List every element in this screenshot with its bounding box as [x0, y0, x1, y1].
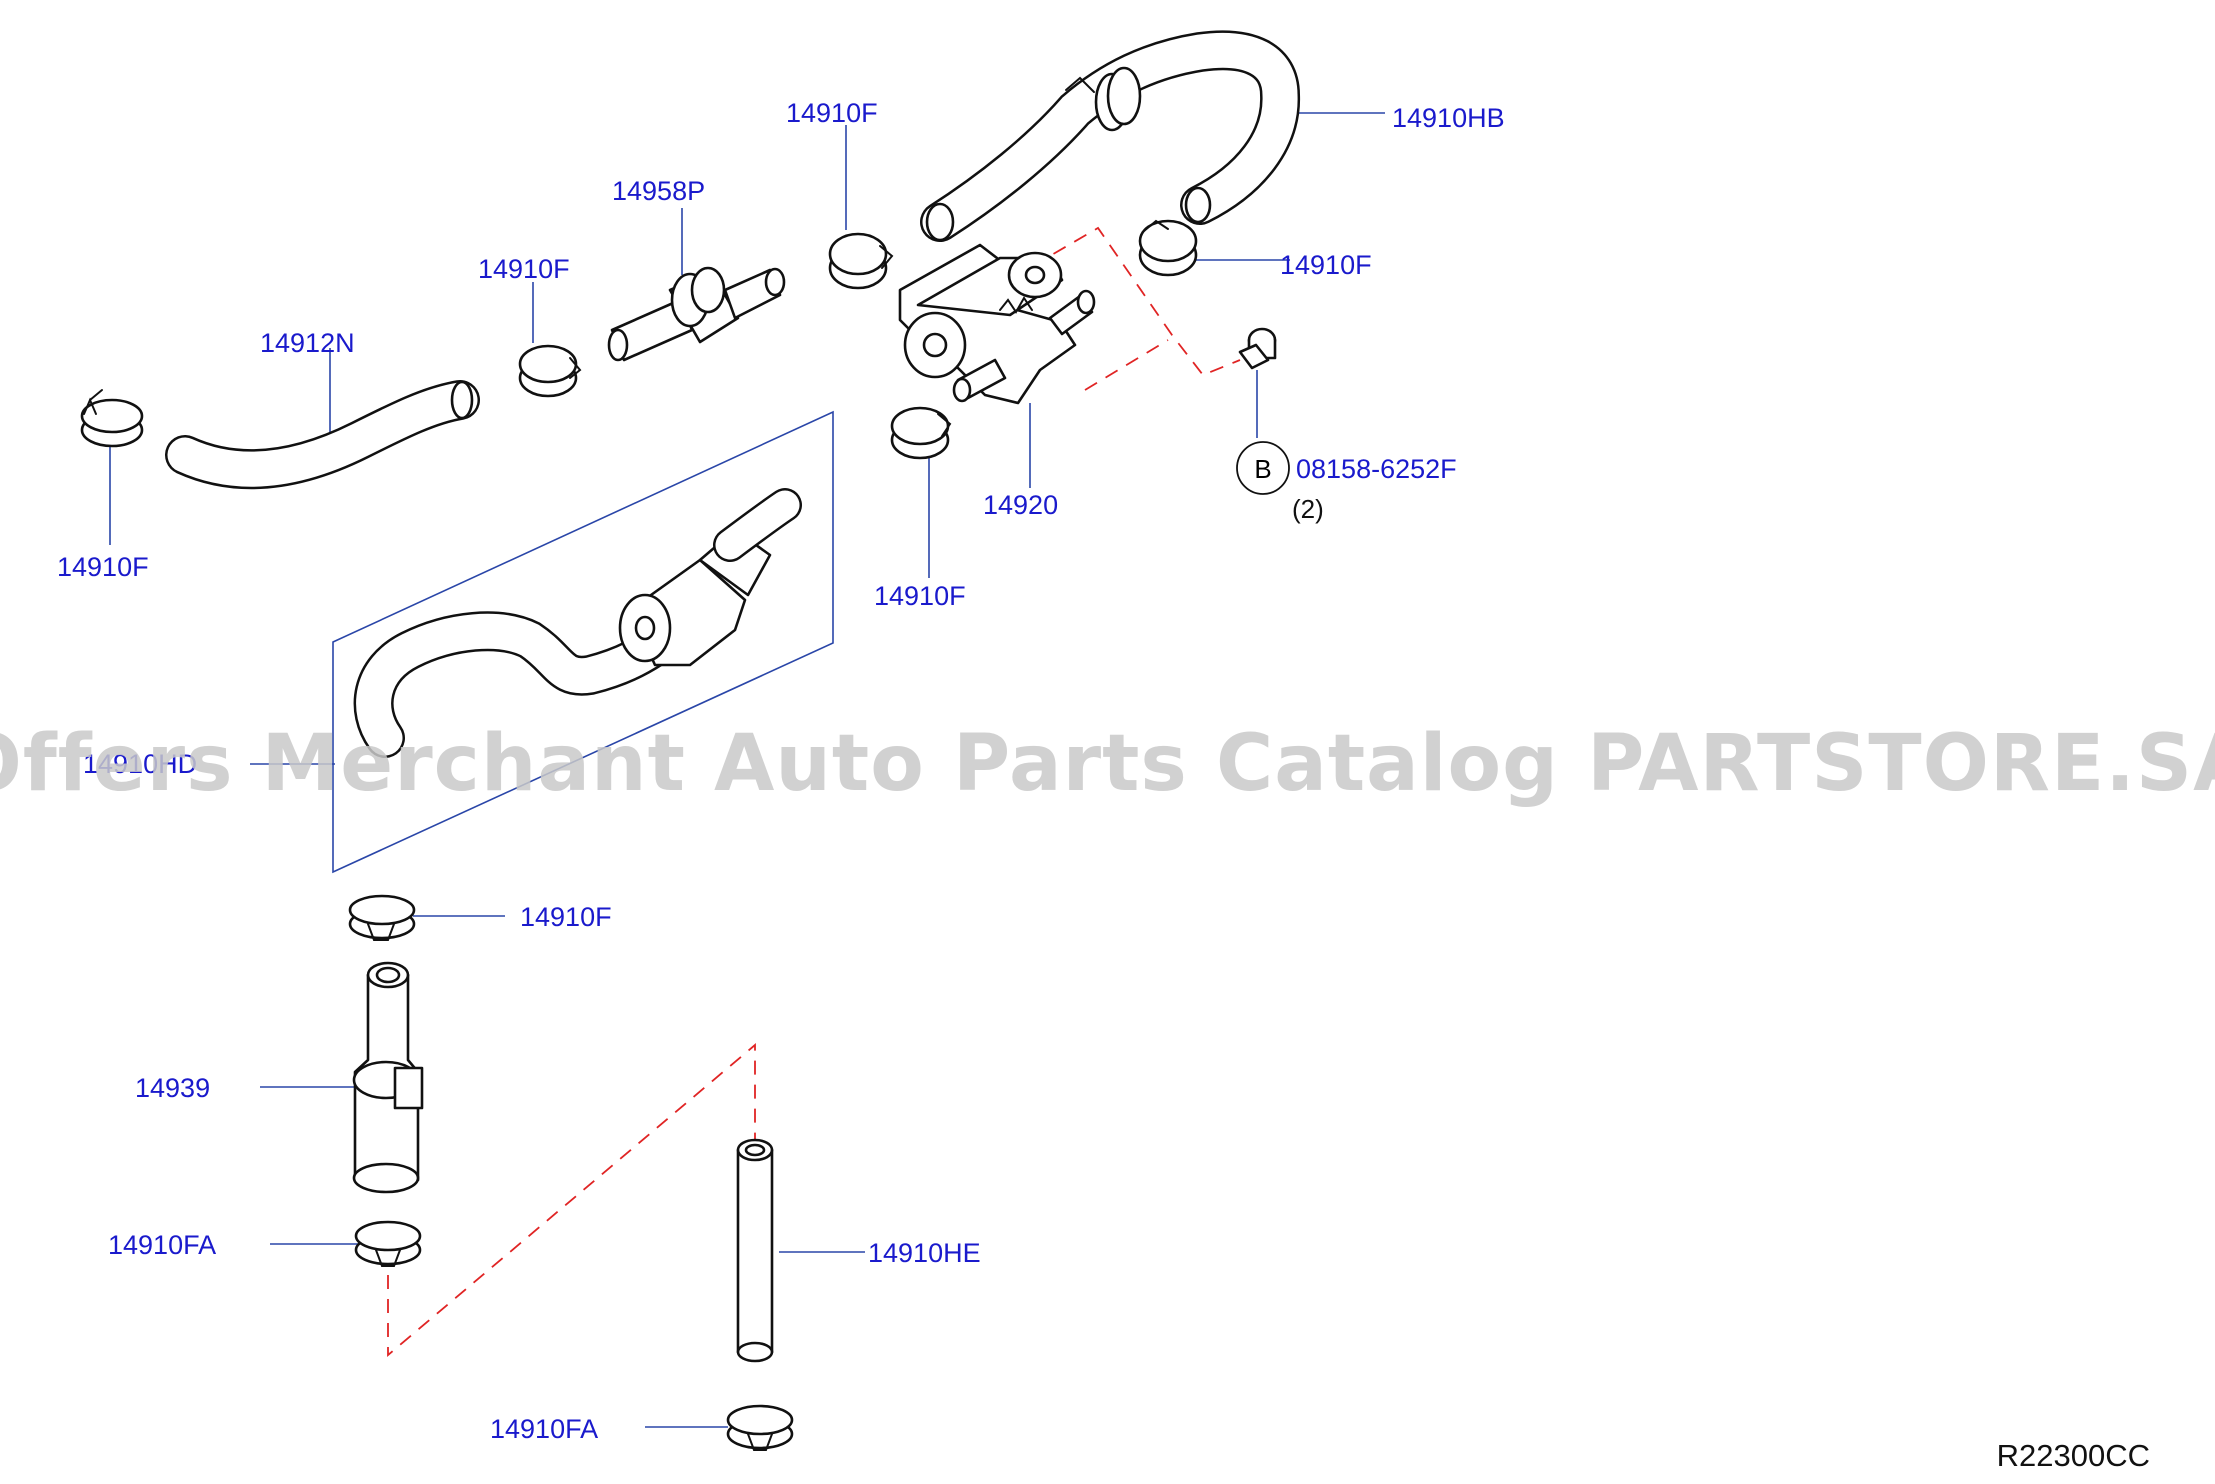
label-clamp-upper: 14910F — [786, 98, 878, 128]
label-solenoid-14920: 14920 — [983, 490, 1058, 520]
label-clamp-fa-left: 14910FA — [108, 1230, 216, 1260]
dashed-ref-bolt-upper — [1011, 226, 1241, 377]
clamp-icon — [726, 1404, 794, 1451]
clamp-icon — [80, 389, 144, 448]
clamp-icon — [518, 344, 582, 398]
label-hose-assembly-14910hd: 14910HD — [83, 749, 197, 779]
label-hose-14910he: 14910HE — [868, 1238, 981, 1268]
label-bolt-qty: (2) — [1292, 494, 1324, 524]
hose-assembly-14910hd-icon — [353, 488, 802, 758]
bolt-08158-6252f-icon — [1238, 327, 1277, 370]
dashed-ref-hose-he — [387, 1043, 756, 1357]
watermark-text: Offers Merchant Auto Parts Catalog PARTS… — [0, 719, 2215, 809]
check-valve-14958p-icon — [607, 266, 786, 362]
label-clamp-fa-bottom: 14910FA — [490, 1414, 598, 1444]
label-hose-14912n: 14912N — [260, 328, 355, 358]
label-clamp-top-left: 14910F — [57, 552, 149, 582]
label-hose-14910hb: 14910HB — [1392, 103, 1505, 133]
label-clamp-right: 14910F — [1280, 250, 1372, 280]
hose-14912n-icon — [165, 380, 480, 490]
clamp-icon — [890, 406, 952, 460]
assembly-box-outline — [332, 410, 834, 874]
hose-14910he-icon — [736, 1138, 774, 1363]
connector-14939-icon — [352, 961, 424, 1194]
clamp-icon — [348, 894, 416, 941]
clamp-icon — [354, 1220, 422, 1267]
clamp-icon — [1138, 219, 1198, 277]
solenoid-valve-14920-icon — [898, 243, 1096, 405]
hose-14910hb-icon — [920, 30, 1301, 242]
dashed-ref-bolt-lower — [1084, 339, 1169, 391]
clamp-icon — [828, 232, 894, 290]
label-clamp-mid-left: 14910F — [478, 254, 570, 284]
label-bolt-part: 08158-6252F — [1296, 454, 1457, 484]
label-connector-14939: 14939 — [135, 1073, 210, 1103]
ref-letter-circle — [1236, 441, 1290, 495]
label-valve-14958p: 14958P — [612, 176, 705, 206]
part-labels: 14910F 14912N 14910F 14958P 14910F 14910… — [57, 98, 1505, 1444]
ref-letter-b: B — [1254, 454, 1271, 484]
label-clamp-below-box: 14910F — [520, 902, 612, 932]
diagram-code: R22300CC — [1997, 1438, 2150, 1473]
label-clamp-lower-valve: 14910F — [874, 581, 966, 611]
